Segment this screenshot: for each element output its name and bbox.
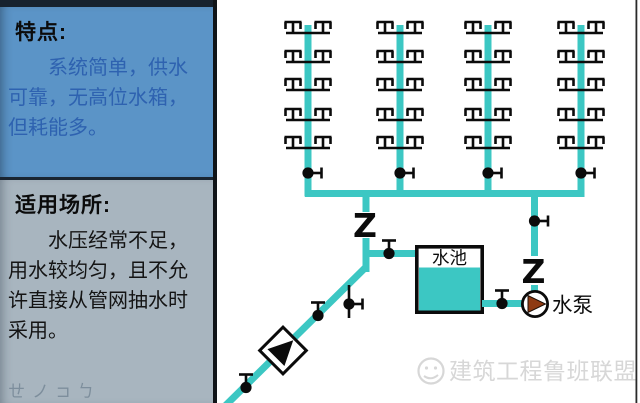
riser xyxy=(463,20,513,197)
pump-icon xyxy=(521,289,550,318)
watermark: 建筑工程鲁班联盟 xyxy=(417,357,637,385)
right-frame-line xyxy=(635,0,638,403)
application-body: 水压经常不足， 用水较均匀，且不允 许直接从管网抽水时 采用。 xyxy=(8,230,188,342)
application-panel: 适用场所: 水压经常不足， 用水较均匀，且不允 许直接从管网抽水时 采用。 ㄝノ… xyxy=(0,177,213,403)
features-panel: 特点: 系统简单，供水 可靠，无高位水箱， 但耗能多。 xyxy=(0,0,213,177)
supply-drop-pipe: Z xyxy=(353,191,377,272)
water-tank: 水池 xyxy=(414,245,484,315)
left-frame-line xyxy=(213,0,217,403)
riser xyxy=(283,20,333,197)
tank-label: 水池 xyxy=(432,248,467,268)
pump-discharge-pipe: Z xyxy=(522,191,550,293)
risers-layer xyxy=(283,20,606,197)
features-body: 系统简单，供水 可靠，无高位水箱， 但耗能多。 xyxy=(8,57,188,139)
water-meter-icon xyxy=(257,325,309,376)
application-title: 适用场所: xyxy=(15,194,111,217)
features-title: 特点: xyxy=(15,21,67,44)
piping-diagram: Z 水池 Z 水泵 xyxy=(213,0,640,403)
riser xyxy=(556,20,606,197)
drain-stub xyxy=(342,285,364,318)
pump-label: 水泵 xyxy=(552,294,593,317)
gate-valve-icon: Z xyxy=(353,206,377,245)
faint-corner-marks: ㄝノ⊐ㄅ xyxy=(8,382,102,401)
riser xyxy=(375,20,425,197)
gate-valve-icon: Z xyxy=(522,252,546,291)
watermark-text: 建筑工程鲁班联盟 xyxy=(449,358,637,384)
